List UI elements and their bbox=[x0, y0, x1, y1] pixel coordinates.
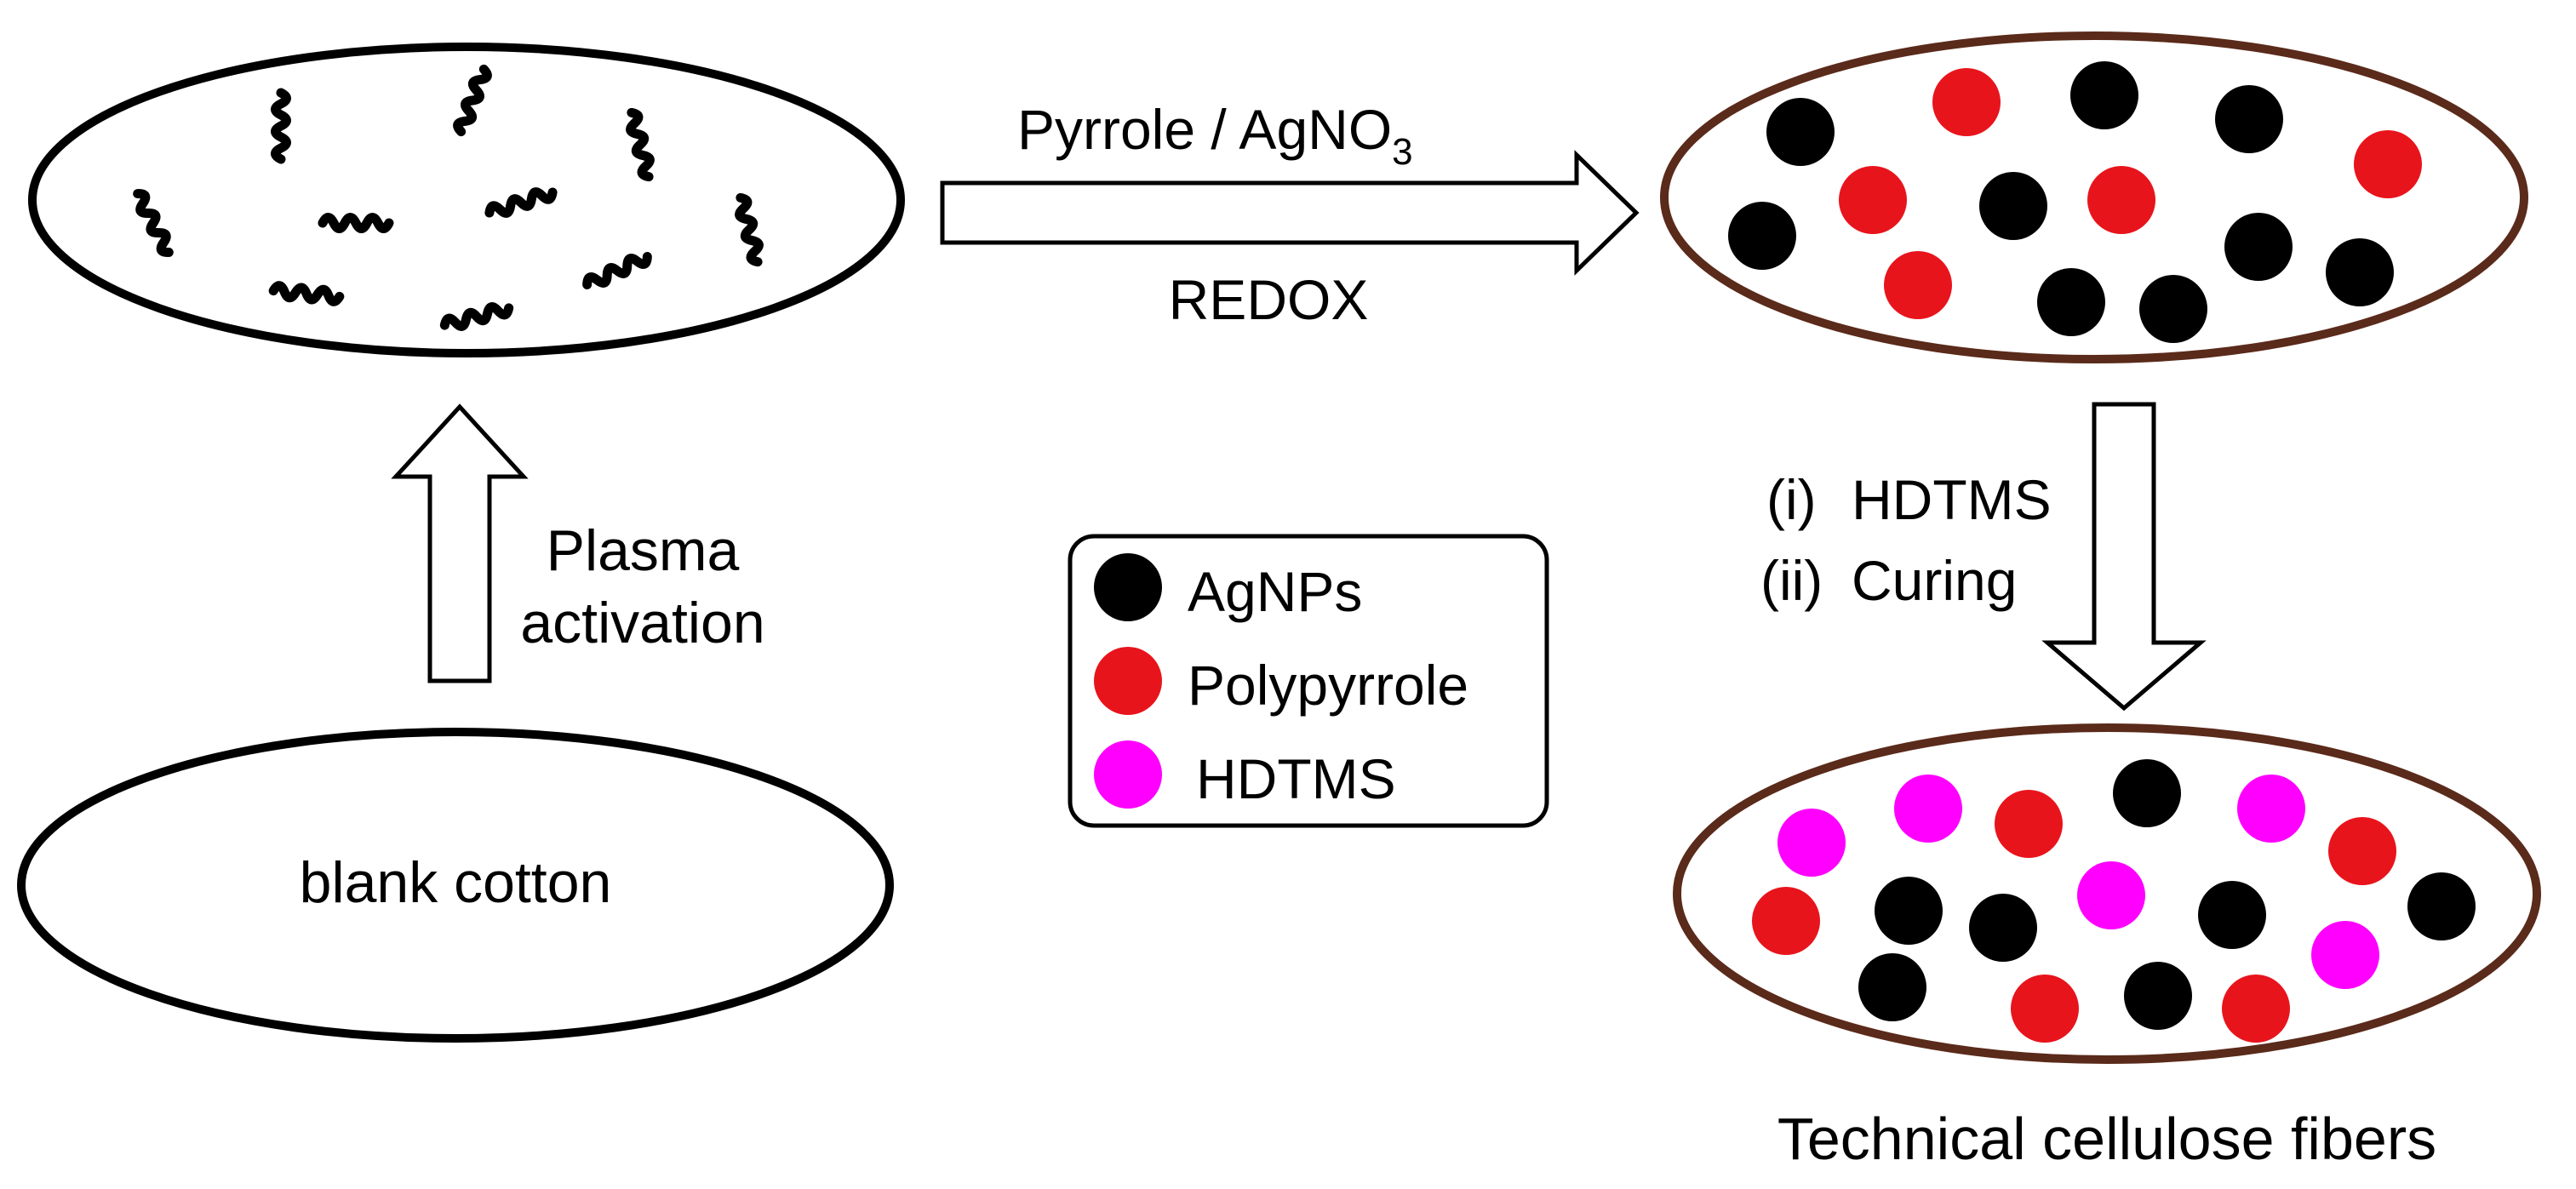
coated-silver-particle bbox=[1979, 172, 2047, 240]
up-arrow-icon bbox=[391, 403, 529, 683]
activated-group-squiggle bbox=[582, 252, 652, 289]
legend-dot-agnps bbox=[1094, 553, 1162, 621]
final-hdtms-particle bbox=[2237, 775, 2305, 843]
final-hdtms-particle bbox=[2311, 921, 2379, 989]
legend-label-polypyrrole: Polypyrrole bbox=[1188, 654, 1468, 717]
activated-group-squiggle bbox=[484, 187, 558, 218]
step-i-label: HDTMS bbox=[1852, 468, 2052, 531]
activated-group-squiggle bbox=[439, 302, 514, 331]
final-silver-particle bbox=[1858, 953, 1926, 1021]
step-ii-label: Curing bbox=[1852, 549, 2017, 612]
final-silver-particle bbox=[2198, 881, 2266, 949]
coated-silver-particle bbox=[2037, 268, 2105, 336]
coated-polypyrrole-particle bbox=[1884, 251, 1952, 319]
activated-groups bbox=[133, 64, 764, 331]
final-polypyrrole-particle bbox=[1995, 790, 2063, 858]
coated-polypyrrole-particle bbox=[2087, 166, 2155, 234]
product-label: Technical cellulose fibers bbox=[1777, 1106, 2436, 1172]
blank-cotton-label: blank cotton bbox=[300, 850, 612, 915]
final-hdtms-particle bbox=[2077, 861, 2145, 929]
legend: AgNPs Polypyrrole HDTMS bbox=[1068, 534, 1549, 828]
coated-silver-particle bbox=[2215, 85, 2283, 153]
final-polypyrrole-particle bbox=[2328, 817, 2396, 885]
coated-silver-particle bbox=[2139, 275, 2207, 343]
blank-cotton-ellipse bbox=[17, 728, 894, 1043]
final-polypyrrole-particle bbox=[2222, 975, 2290, 1043]
final-particles bbox=[1752, 759, 2476, 1043]
legend-box bbox=[1068, 534, 1549, 828]
legend-dot-polypyrrole bbox=[1094, 647, 1162, 715]
reaction-top-label: Pyrrole / AgNO3 bbox=[1017, 98, 1413, 173]
coated-polypyrrole-particle bbox=[1932, 68, 2001, 136]
activated-group-squiggle bbox=[453, 64, 492, 137]
final-hdtms-particle bbox=[1777, 809, 1846, 877]
coated-silver-particle bbox=[2326, 238, 2394, 306]
blank-cotton: blank cotton bbox=[17, 728, 894, 1043]
step-i-number: (i) bbox=[1766, 468, 1817, 531]
reaction-bottom-label: REDOX bbox=[1169, 268, 1369, 331]
reaction-reagents: Pyrrole / AgNO bbox=[1017, 98, 1392, 161]
coated-polypyrrole-particle bbox=[2354, 130, 2422, 198]
activated-group-squiggle bbox=[133, 189, 174, 257]
coated-polypyrrole-particle bbox=[1839, 166, 1907, 234]
activated-group-squiggle bbox=[735, 192, 764, 267]
right-arrow-icon bbox=[940, 150, 1640, 276]
plasma-arrow: Plasma activation bbox=[391, 403, 765, 683]
plasma-label-line1: Plasma bbox=[547, 518, 740, 583]
down-arrow-icon bbox=[2041, 402, 2207, 712]
coated-silver-particle bbox=[1728, 202, 1796, 270]
hdtms-arrow: (i) HDTMS (ii) Curing bbox=[1760, 402, 2207, 712]
coated-silver-particle bbox=[2070, 61, 2138, 129]
coated-silver-particle bbox=[2224, 213, 2293, 281]
final-silver-particle bbox=[2407, 872, 2476, 940]
coated-particles bbox=[1728, 61, 2422, 343]
final-fabric: Technical cellulose fibers bbox=[1673, 723, 2541, 1172]
legend-label-hdtms: HDTMS bbox=[1196, 747, 1396, 810]
activated-group-squiggle bbox=[318, 213, 394, 233]
final-polypyrrole-particle bbox=[1752, 887, 1820, 955]
step-ii-number: (ii) bbox=[1760, 549, 1823, 612]
legend-dot-hdtms bbox=[1094, 740, 1162, 809]
activated-group-squiggle bbox=[268, 281, 345, 306]
redox-arrow: Pyrrole / AgNO3 REDOX bbox=[940, 98, 1640, 331]
legend-label-agnps: AgNPs bbox=[1188, 560, 1362, 623]
activated-group-squiggle bbox=[271, 88, 291, 164]
reaction-subscript: 3 bbox=[1392, 131, 1412, 173]
coated-silver-particle bbox=[1766, 98, 1835, 166]
final-silver-particle bbox=[1969, 894, 2037, 962]
final-silver-particle bbox=[2113, 759, 2181, 827]
activated-group-squiggle bbox=[626, 107, 655, 182]
final-silver-particle bbox=[2124, 962, 2192, 1030]
activated-cotton-ellipse bbox=[28, 43, 905, 357]
coated-fabric bbox=[1660, 31, 2528, 363]
final-polypyrrole-particle bbox=[2011, 975, 2079, 1043]
final-silver-particle bbox=[1875, 877, 1943, 945]
final-hdtms-particle bbox=[1894, 775, 1962, 843]
activated-cotton bbox=[28, 43, 905, 357]
plasma-label-line2: activation bbox=[520, 591, 764, 655]
